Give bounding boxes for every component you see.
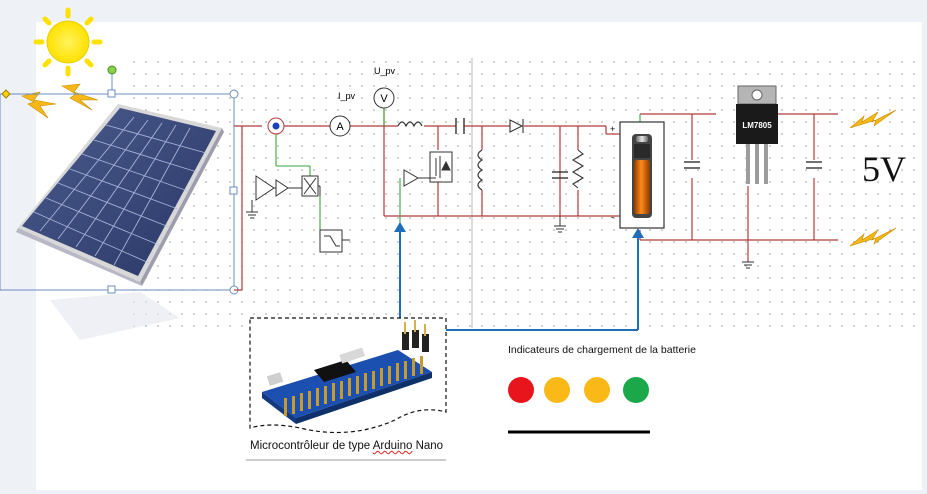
microcontroller-caption: Microcontrôleur de type Arduino Nano — [250, 440, 443, 452]
ammeter-icon: A — [329, 115, 351, 137]
diode — [509, 119, 524, 133]
shunt-capacitor — [552, 171, 568, 179]
shunt-inductor — [477, 149, 484, 191]
shunt-resistor — [571, 149, 585, 189]
svg-text:A: A — [336, 121, 344, 133]
mosfet-switch — [403, 151, 453, 187]
control-wiring — [275, 108, 641, 238]
output-capacitor-input — [684, 161, 700, 169]
series-capacitor — [455, 118, 465, 134]
ground-symbol — [246, 200, 258, 219]
caption-suffix: Nano — [412, 440, 444, 452]
led-orange-2 — [584, 377, 610, 403]
battery-plus-sign: + — [610, 124, 615, 134]
led-green — [623, 377, 649, 403]
svg-text:V: V — [380, 93, 388, 105]
panel-selection-frame[interactable] — [0, 65, 239, 295]
ground-symbol — [554, 216, 566, 233]
battery — [619, 121, 665, 229]
wiring — [234, 108, 838, 291]
battery-minus-sign: - — [611, 212, 614, 222]
output-capacitor-output — [806, 161, 822, 169]
led-orange-1 — [544, 377, 570, 403]
output-lightning-icon — [849, 109, 897, 247]
regulator-label: LM7805 — [742, 121, 772, 130]
microcontroller-board — [249, 317, 447, 434]
sun-icon — [33, 7, 103, 77]
current-probe-label: I_pv — [338, 91, 356, 101]
dot-grid — [124, 60, 920, 328]
charge-indicator-leds — [508, 377, 649, 403]
current-sensor — [267, 117, 285, 135]
arrow-heads — [394, 222, 644, 238]
inductor — [397, 121, 423, 128]
ground-symbol — [742, 261, 754, 269]
panel-reflection — [50, 292, 180, 340]
mppt-control-blocks — [255, 175, 350, 253]
lightning-icon — [21, 83, 99, 119]
caption-board: Arduino — [372, 440, 413, 452]
voltage-probe-label: U_pv — [374, 66, 396, 76]
caption-prefix: Microcontrôleur de type — [250, 440, 373, 452]
signal-arrows — [399, 230, 639, 331]
lm7805-regulator — [736, 85, 778, 184]
voltmeter-icon: V — [373, 87, 395, 109]
led-red — [508, 377, 534, 403]
output-voltage-label: 5V — [862, 149, 906, 189]
indicators-title: Indicateurs de chargement de la batterie — [508, 344, 696, 356]
solar-panel — [16, 104, 224, 286]
